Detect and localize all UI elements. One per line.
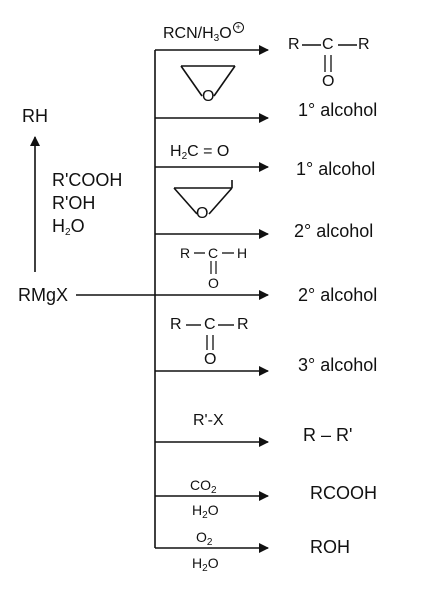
water-label: H2O bbox=[52, 216, 85, 238]
nitrile-reagent-label: RCN/H3O+ bbox=[163, 22, 244, 44]
sub-epoxide-oxygen: O bbox=[196, 205, 209, 222]
ketone-reagent-oxygen: O bbox=[204, 351, 217, 368]
positive-charge-icon: + bbox=[232, 22, 244, 33]
product-primary-alcohol-2: 1° alcohol bbox=[296, 159, 376, 179]
epoxide-oxygen: O bbox=[202, 88, 215, 105]
ketone-product-r1: R bbox=[288, 36, 300, 53]
ketone-product-oxygen: O bbox=[322, 73, 335, 90]
product-carboxylic-acid: RCOOH bbox=[310, 483, 377, 503]
product-alcohol-oxidation: ROH bbox=[310, 537, 350, 557]
aldehyde-r: R bbox=[180, 245, 191, 261]
o2-workup-water: H2O bbox=[192, 555, 219, 574]
aldehyde-reagent-bonds bbox=[194, 252, 234, 274]
product-coupled-alkane: R – R' bbox=[303, 425, 353, 445]
co2-workup-water: H2O bbox=[192, 502, 219, 521]
substituted-epoxide-icon bbox=[173, 180, 233, 215]
ketone-reagent-bonds bbox=[186, 324, 234, 350]
alkyl-halide-reagent: R'-X bbox=[193, 412, 224, 429]
ketone-product-carbon: C bbox=[322, 36, 334, 53]
ketone-reagent-carbon: C bbox=[204, 316, 216, 333]
epoxide-icon bbox=[180, 65, 236, 97]
product-primary-alcohol-1: 1° alcohol bbox=[298, 100, 378, 120]
ketone-product-r2: R bbox=[358, 36, 370, 53]
co2-reagent: CO2 bbox=[190, 477, 217, 496]
product-secondary-alcohol-2: 2° alcohol bbox=[298, 285, 378, 305]
product-secondary-alcohol-1: 2° alcohol bbox=[294, 221, 374, 241]
rh-label: RH bbox=[22, 106, 48, 126]
carboxylic-acid-label: R'COOH bbox=[52, 170, 123, 190]
ketone-product-bonds bbox=[302, 44, 357, 72]
alcohol-label: R'OH bbox=[52, 193, 96, 213]
o2-reagent: O2 bbox=[196, 529, 213, 548]
grignard-reagent-label: RMgX bbox=[18, 285, 69, 305]
aldehyde-carbon: C bbox=[208, 245, 219, 261]
ketone-reagent-r2: R bbox=[237, 316, 249, 333]
product-tertiary-alcohol: 3° alcohol bbox=[298, 355, 378, 375]
formaldehyde-reagent-label: H2C = O bbox=[170, 143, 230, 162]
aldehyde-oxygen: O bbox=[208, 275, 219, 291]
ketone-reagent-r1: R bbox=[170, 316, 182, 333]
aldehyde-h: H bbox=[237, 245, 248, 261]
